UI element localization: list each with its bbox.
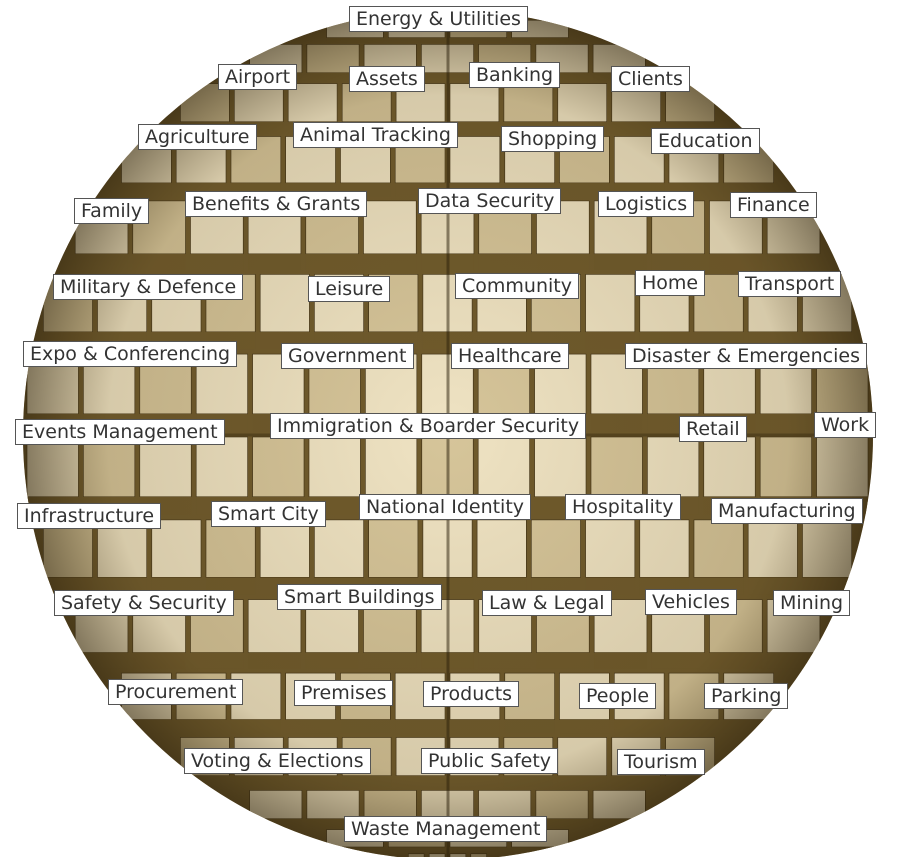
label-work[interactable]: Work bbox=[814, 412, 876, 438]
label-infrastructure[interactable]: Infrastructure bbox=[17, 503, 161, 529]
label-immigration-border-security[interactable]: Immigration & Boarder Security bbox=[270, 413, 586, 439]
label-finance[interactable]: Finance bbox=[730, 192, 817, 218]
label-smart-buildings[interactable]: Smart Buildings bbox=[277, 584, 442, 610]
label-events-management[interactable]: Events Management bbox=[15, 419, 225, 445]
label-people[interactable]: People bbox=[579, 683, 656, 709]
label-expo-conferencing[interactable]: Expo & Conferencing bbox=[23, 341, 237, 367]
label-leisure[interactable]: Leisure bbox=[308, 276, 390, 302]
label-clients[interactable]: Clients bbox=[611, 66, 690, 92]
label-government[interactable]: Government bbox=[281, 343, 414, 369]
label-hospitality[interactable]: Hospitality bbox=[565, 494, 681, 520]
label-mining[interactable]: Mining bbox=[773, 590, 850, 616]
label-military-defence[interactable]: Military & Defence bbox=[53, 274, 243, 300]
label-community[interactable]: Community bbox=[455, 273, 579, 299]
label-banking[interactable]: Banking bbox=[469, 62, 560, 88]
label-shopping[interactable]: Shopping bbox=[501, 126, 604, 152]
label-data-security[interactable]: Data Security bbox=[418, 188, 561, 214]
label-procurement[interactable]: Procurement bbox=[108, 679, 243, 705]
label-manufacturing[interactable]: Manufacturing bbox=[711, 498, 863, 524]
label-airport[interactable]: Airport bbox=[218, 64, 297, 90]
label-law-legal[interactable]: Law & Legal bbox=[482, 590, 612, 616]
label-premises[interactable]: Premises bbox=[294, 680, 393, 706]
label-animal-tracking[interactable]: Animal Tracking bbox=[293, 122, 458, 148]
label-assets[interactable]: Assets bbox=[349, 66, 425, 92]
label-waste-management[interactable]: Waste Management bbox=[344, 816, 547, 842]
label-smart-city[interactable]: Smart City bbox=[211, 501, 326, 527]
label-products[interactable]: Products bbox=[423, 681, 519, 707]
label-parking[interactable]: Parking bbox=[704, 683, 788, 709]
label-home[interactable]: Home bbox=[635, 270, 705, 296]
label-voting-elections[interactable]: Voting & Elections bbox=[184, 748, 371, 774]
label-agriculture[interactable]: Agriculture bbox=[138, 124, 257, 150]
label-healthcare[interactable]: Healthcare bbox=[451, 343, 569, 369]
label-public-safety[interactable]: Public Safety bbox=[421, 748, 558, 774]
label-national-identity[interactable]: National Identity bbox=[359, 494, 531, 520]
label-disaster-emergencies[interactable]: Disaster & Emergencies bbox=[625, 343, 867, 369]
label-tourism[interactable]: Tourism bbox=[617, 749, 705, 775]
label-benefits-grants[interactable]: Benefits & Grants bbox=[185, 191, 367, 217]
label-family[interactable]: Family bbox=[74, 198, 149, 224]
label-vehicles[interactable]: Vehicles bbox=[645, 589, 737, 615]
label-education[interactable]: Education bbox=[651, 128, 760, 154]
label-transport[interactable]: Transport bbox=[738, 271, 841, 297]
label-retail[interactable]: Retail bbox=[679, 416, 747, 442]
label-energy-utilities[interactable]: Energy & Utilities bbox=[349, 6, 528, 32]
label-logistics[interactable]: Logistics bbox=[598, 191, 694, 217]
label-safety-security[interactable]: Safety & Security bbox=[54, 590, 234, 616]
